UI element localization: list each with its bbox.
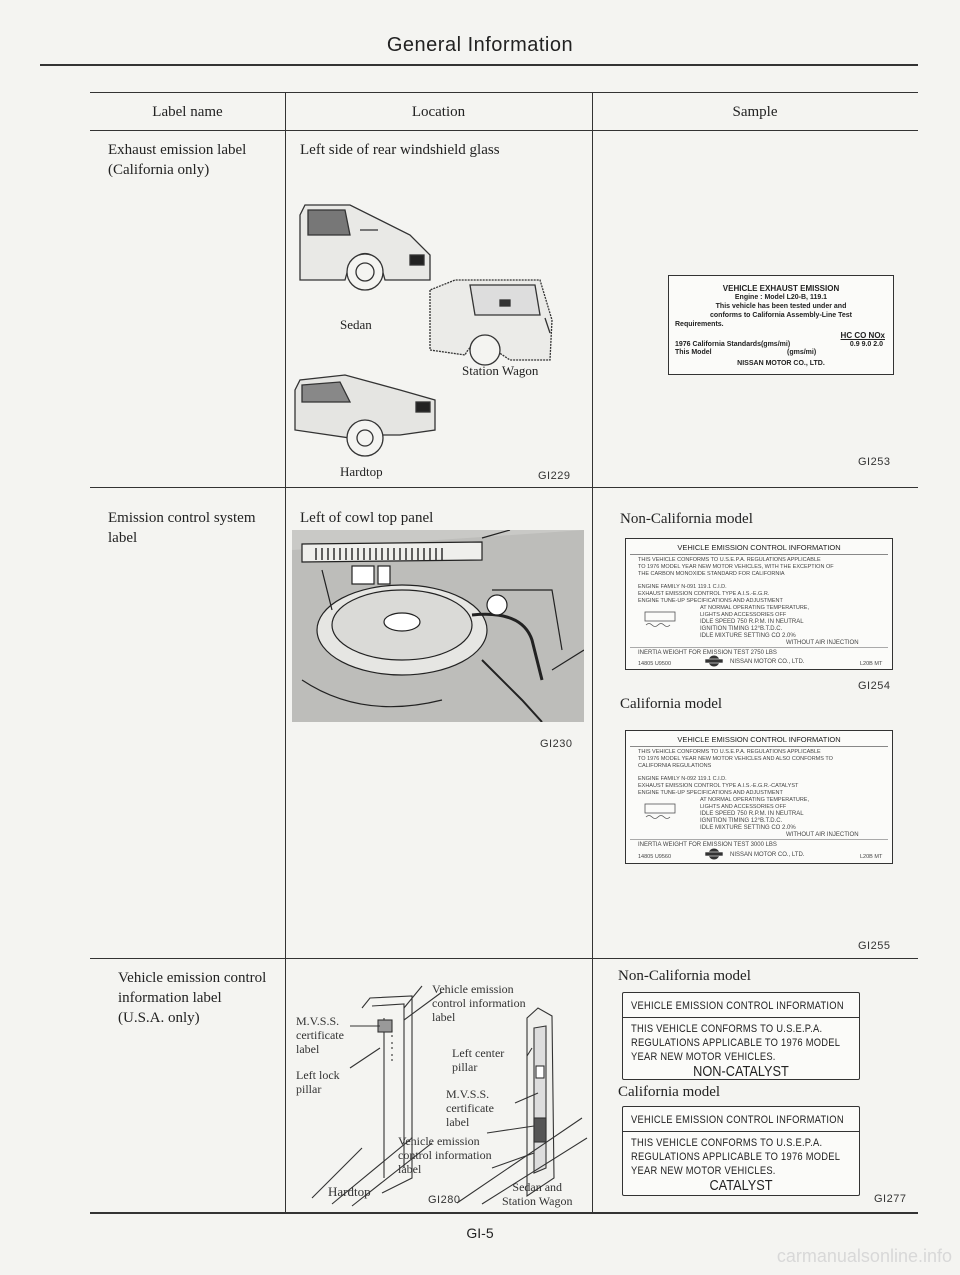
rear-windshield-illustration bbox=[294, 204, 553, 457]
sedan-wagon-label: Sedan and Station Wagon bbox=[502, 1180, 573, 1208]
fig-id-gi230: GI230 bbox=[540, 738, 573, 750]
title-rule bbox=[40, 64, 918, 66]
row3-label-name: Vehicle emission control information lab… bbox=[118, 970, 267, 1026]
vehicle-emission-label-bottom: Vehicle emission control information lab… bbox=[398, 1134, 492, 1176]
left-lock-pillar-label: Left lock pillar bbox=[296, 1068, 340, 1096]
noncal-emission-control-label: VEHICLE EMISSION CONTROL INFORMATION THI… bbox=[625, 538, 893, 670]
row2-noncal-title: Non-California model bbox=[620, 511, 753, 527]
nissan-logo-icon bbox=[704, 655, 724, 667]
row2-cal-title: California model bbox=[620, 696, 723, 712]
table-top-rule bbox=[90, 92, 918, 93]
cal-catalyst-label: VEHICLE EMISSION CONTROL INFORMATION THI… bbox=[622, 1106, 860, 1196]
pillar-label-diagram bbox=[311, 985, 588, 1207]
sedan-label: Sedan bbox=[340, 317, 372, 332]
fig-id-gi280: GI280 bbox=[428, 1194, 461, 1206]
watermark: carmanualsonline.info bbox=[776, 1246, 952, 1266]
engine-bay-illustration bbox=[292, 530, 584, 722]
timing-mark-icon bbox=[644, 611, 676, 627]
nissan-logo-icon bbox=[704, 848, 724, 860]
header-label-name: Label name bbox=[152, 104, 223, 120]
noncal-catalyst-label: VEHICLE EMISSION CONTROL INFORMATION THI… bbox=[622, 992, 860, 1080]
col-divider-1 bbox=[285, 92, 286, 1212]
fig-id-gi254: GI254 bbox=[858, 680, 891, 692]
vehicle-emission-label-top: Vehicle emission control information lab… bbox=[432, 982, 526, 1024]
table-bottom-rule bbox=[90, 1212, 918, 1214]
row3-noncal-title: Non-California model bbox=[618, 968, 751, 984]
page-title: General Information bbox=[386, 34, 574, 56]
header-rule bbox=[90, 130, 918, 131]
left-center-pillar-label: Left center pillar bbox=[452, 1046, 505, 1074]
mvss-cert-label-right: M.V.S.S. certificate label bbox=[446, 1087, 494, 1129]
row3-cal-title: California model bbox=[618, 1084, 721, 1100]
mvss-cert-label-left: M.V.S.S. certificate label bbox=[296, 1014, 344, 1056]
row2-label-name: Emission control system label bbox=[108, 510, 256, 546]
row1-rule bbox=[90, 487, 918, 488]
row2-rule bbox=[90, 958, 918, 959]
fig-id-gi229: GI229 bbox=[538, 470, 571, 482]
cal-emission-control-label: VEHICLE EMISSION CONTROL INFORMATION THI… bbox=[625, 730, 893, 864]
hardtop-label: Hardtop bbox=[328, 1184, 371, 1199]
header-sample: Sample bbox=[732, 104, 778, 120]
col-divider-2 bbox=[592, 92, 593, 1212]
page-number: GI-5 bbox=[466, 1225, 494, 1241]
hardtop-label: Hardtop bbox=[340, 464, 383, 479]
fig-id-gi277: GI277 bbox=[874, 1193, 907, 1205]
station-wagon-label: Station Wagon bbox=[462, 363, 539, 378]
timing-mark-icon bbox=[644, 803, 676, 819]
row1-location: Left side of rear windshield glass bbox=[300, 142, 500, 158]
fig-id-gi253: GI253 bbox=[858, 456, 891, 468]
exhaust-emission-sample-label: VEHICLE EXHAUST EMISSION Engine : Model … bbox=[668, 275, 894, 375]
row2-location: Left of cowl top panel bbox=[300, 510, 434, 526]
fig-id-gi255: GI255 bbox=[858, 940, 891, 952]
row1-label-name: Exhaust emission label (California only) bbox=[108, 142, 247, 178]
header-location: Location bbox=[411, 104, 466, 120]
